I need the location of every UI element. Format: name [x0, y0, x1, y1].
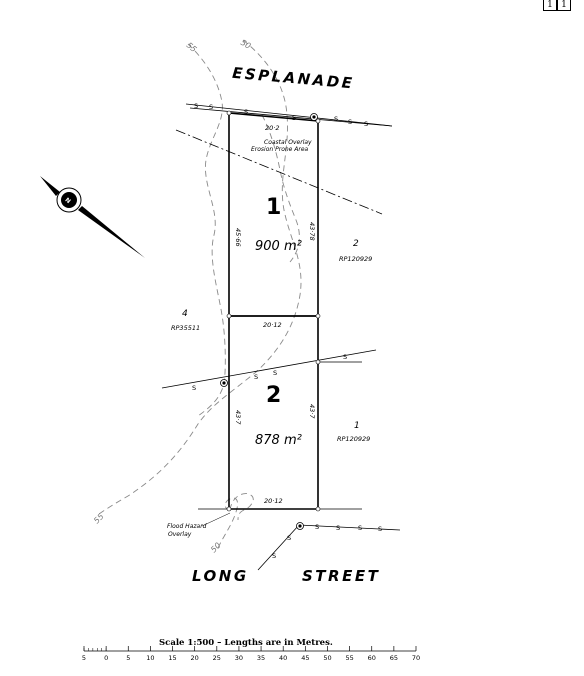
scale-tick-label: 5	[82, 654, 86, 662]
flood-hazard-label: Flood Hazard	[167, 523, 207, 530]
coastal-overlay-line	[175, 129, 383, 215]
scale-tick-label: 10	[146, 654, 154, 662]
scale-tick-label: 35	[257, 654, 265, 662]
peg	[315, 313, 321, 319]
street-name-street: STREET	[302, 567, 380, 585]
contour-label-55-south: 55	[92, 512, 106, 526]
sewer-line-south-diag	[257, 524, 300, 571]
north-arrow-ring-inner	[61, 192, 77, 208]
lot-2-dim-bottom: 20·12	[264, 497, 283, 505]
flood-overlay-label: Overlay	[168, 531, 192, 538]
peg	[315, 359, 321, 365]
scale-tick-label: 5	[126, 654, 130, 662]
scale-tick-label: 65	[390, 654, 398, 662]
lot-2-number: 2	[266, 383, 281, 408]
scale-tick-label: 50	[323, 654, 331, 662]
coastal-overlay-label: Coastal Overlay	[264, 139, 312, 146]
sewer-marker: S	[358, 524, 362, 532]
sewer-marker: S	[343, 353, 347, 361]
neighbour-lot-1-plan: RP120929	[337, 435, 370, 443]
manhole-north-centre	[312, 115, 316, 119]
sewer-marker: S	[209, 103, 213, 111]
flood-leader-line	[201, 512, 231, 527]
sewer-line-south	[298, 524, 401, 531]
sewer-lines	[161, 103, 401, 571]
scale-tick-label: 55	[345, 654, 353, 662]
sewer-marker: S	[194, 102, 198, 110]
sewer-marker: S	[254, 373, 258, 381]
flood-overlay-line	[261, 114, 300, 263]
scale-tick-label: 25	[213, 654, 221, 662]
lot-2-dim-top: 20·12	[263, 321, 282, 329]
scale-title: Scale 1:500 – Lengths are in Metres.	[159, 638, 333, 648]
lot-1-area: 900 m²	[255, 239, 302, 254]
sewer-marker: S	[315, 523, 319, 531]
sewer-line-north	[185, 103, 393, 127]
scale-tick-label: 15	[168, 654, 176, 662]
sewer-markers: S S S S S S S S S S S S S S S S S	[192, 102, 382, 560]
contour-label-50-north: 50	[239, 38, 252, 51]
sewer-marker: S	[244, 108, 248, 116]
sewer-marker: S	[334, 115, 338, 123]
peg	[226, 110, 232, 116]
lot-boundaries	[228, 112, 319, 510]
lot-2-area: 878 m²	[255, 433, 302, 448]
neighbour-lot-2-plan: RP120929	[339, 255, 372, 263]
scale-tick-label: 70	[412, 654, 420, 662]
peg	[315, 118, 321, 124]
sewer-marker: S	[348, 118, 352, 126]
lot-1-dim-west: 45·66	[234, 228, 242, 247]
scale-tick-label: 0	[104, 654, 108, 662]
manholes	[220, 113, 318, 530]
manhole-south-centre	[298, 524, 302, 528]
north-arrow-pointer	[40, 176, 60, 196]
sewer-marker: S	[364, 120, 368, 128]
sewer-marker: S	[287, 534, 291, 542]
neighbour-lot-4-number: 4	[182, 309, 188, 319]
peg	[226, 506, 232, 512]
north-arrow: N	[40, 176, 145, 258]
lot-1-number: 1	[266, 195, 281, 220]
lot-1-dim-top: 20·2	[265, 124, 279, 132]
north-arrow-label: N	[63, 197, 71, 206]
scale-tick-label: 20	[191, 654, 199, 662]
sewer-marker: S	[378, 525, 382, 533]
corner-mark-2: 1	[557, 0, 571, 11]
sewer-marker: S	[292, 114, 296, 122]
neighbour-lot-2-number: 2	[353, 239, 359, 249]
neighbour-lot-1-number: 1	[354, 421, 360, 431]
lot-1-dim-east: 43·78	[308, 222, 316, 241]
contour-55-line	[187, 43, 226, 417]
contour-50-south-line	[217, 497, 239, 549]
scale-tick-label: 60	[368, 654, 376, 662]
street-name-esplanade: ESPLANADE	[231, 64, 355, 93]
sewer-marker: S	[272, 552, 276, 560]
corner-mark-1: 1	[543, 0, 557, 11]
north-arrow-tail	[78, 206, 145, 258]
sewer-line-middle	[161, 349, 377, 389]
street-name-long: LONG	[192, 567, 249, 585]
peg	[315, 506, 321, 512]
sewer-marker: S	[192, 384, 196, 392]
peg	[226, 313, 232, 319]
flood-hazard-loop	[229, 493, 254, 521]
lot-2-dim-west: 43·7	[234, 410, 242, 425]
lot-2-dim-east: 43·7	[308, 404, 316, 419]
neighbour-lot-4-plan: RP35511	[171, 324, 200, 332]
manhole-west-centre	[222, 381, 226, 385]
contour-50-line	[95, 39, 302, 517]
scale-tick-label: 40	[279, 654, 287, 662]
esplanade-frontage-line	[189, 107, 393, 127]
scale-tick-label: 45	[301, 654, 309, 662]
scale-tick-label: 30	[235, 654, 243, 662]
erosion-prone-label: Erosion Prone Area	[251, 146, 309, 153]
sewer-marker: S	[336, 524, 340, 532]
corner-pegs	[226, 110, 321, 512]
sewer-marker: S	[273, 369, 277, 377]
